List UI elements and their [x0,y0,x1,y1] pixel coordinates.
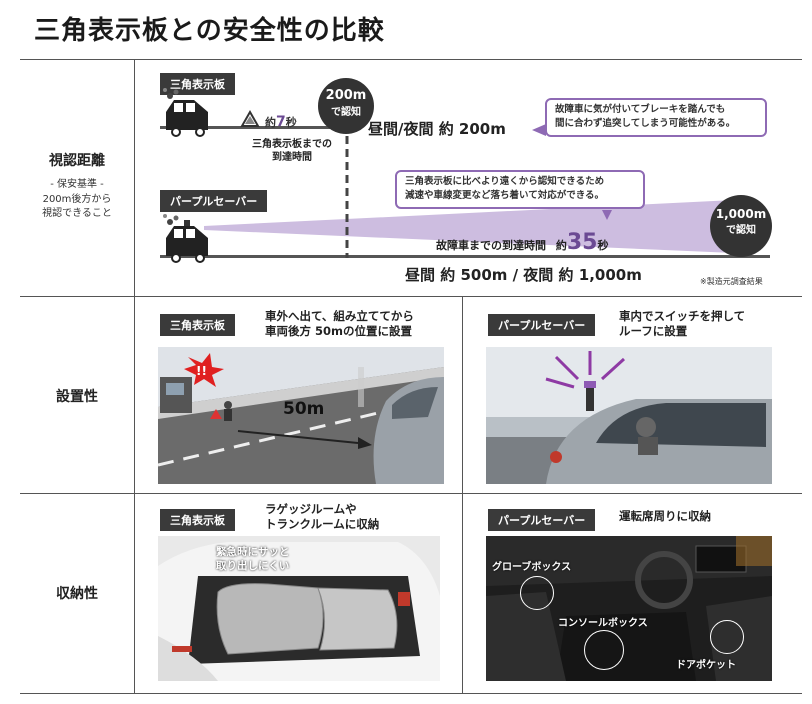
glovebox-marker [520,576,554,610]
row-label-storage: 収納性 [56,586,98,602]
triangle-tag: 三角表示板 [160,73,235,95]
purple-saver-tag: パープルセーバー [488,314,596,336]
page-title: 三角表示板との安全性の比較 [34,16,385,46]
purple-storage-desc: 運転席周りに収納 [619,509,711,523]
purple-install-image [486,347,772,484]
column-divider [134,59,135,693]
purple-time: 故障車までの到達時間 約35秒 [436,230,609,255]
triangle-tag: 三角表示板 [160,314,235,336]
distance-50m-label: 50m [283,399,325,419]
distance-purple: 昼間 約 500m / 夜間 約 1,000m [405,266,642,284]
row-label-install: 設置性 [56,389,98,405]
recognition-1000m-badge: 1,000m で認知 [710,195,772,257]
table-bottom-border [20,693,802,694]
purple-light-beam [204,200,734,253]
row-divider [20,493,802,494]
glovebox-label: グローブボックス [492,562,572,573]
door-pocket-label: ドアポケット [676,660,736,671]
triangle-storage-desc: ラゲッジルームや トランクルームに収納 [265,502,380,531]
distance-triangle: 昼間/夜間 約 200m [368,120,506,138]
triangle-install-desc: 車外へ出て、組み立ててから 車両後方 50mの位置に設置 [265,309,414,338]
purple-saver-tag: パープルセーバー [488,509,596,531]
purple-install-desc: 車内でスイッチを押して ルーフに設置 [619,309,746,338]
warning-triangle-icon [240,109,260,127]
note-pointer [532,124,546,136]
triangle-tag: 三角表示板 [160,509,235,531]
visibility-diagram [160,88,770,263]
door-pocket-marker [710,620,744,654]
console-label: コンソールボックス [558,618,648,629]
trunk-storage-image: 緊急時にサッと 取り出しにくい [158,536,440,681]
road-line-triangle [160,126,348,129]
purple-advantage-note: 三角表示板に比べより遠くから認知できるため 減速や車線変更など落ち着いて対応がで… [395,170,645,209]
row-label-sub: - 保安基準 - 200m後方から 視認できること [42,179,112,219]
triangle-warning-note: 故障車に気が付いてブレーキを踏んでも 間に合わず追突してしまう可能性がある。 [545,98,767,137]
row-divider [20,296,802,297]
column-divider [462,296,463,693]
row-label-visibility: 視認距離 - 保安基準 - 200m後方から 視認できること [20,150,134,222]
broken-car-icon-bottom [163,214,208,263]
triangle-time-caption: 三角表示板までの 到達時間 [252,139,332,163]
road-line-purple [160,255,770,258]
alert-mark: !! [196,364,207,378]
triangle-install-image: !! 50m [158,347,444,484]
console-marker [584,630,624,670]
note-pointer [602,210,612,220]
row-label-title: 視認距離 [49,153,105,169]
broken-car-icon-top [163,88,208,137]
footnote: ※製造元調査結果 [700,277,763,286]
triangle-time: 約7秒 [265,114,297,130]
cabin-storage-image: グローブボックス コンソールボックス ドアポケット [486,536,772,681]
trunk-caption: 緊急時にサッと 取り出しにくい [216,546,290,572]
purple-saver-tag: パープルセーバー [160,190,268,212]
table-top-border [20,59,802,60]
recognition-200m-badge: 200m で認知 [318,78,374,134]
